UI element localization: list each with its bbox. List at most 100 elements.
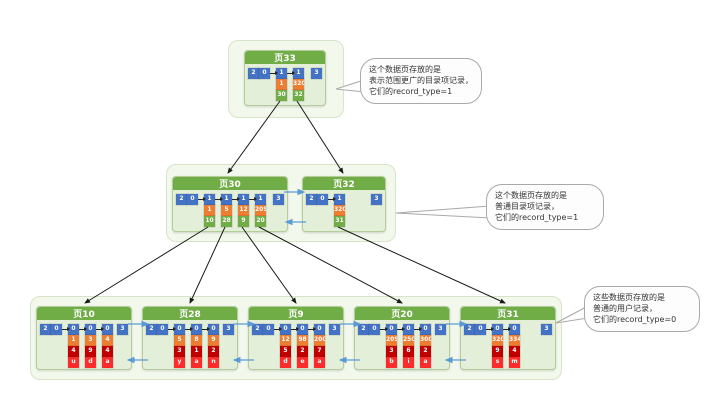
page-32-records: 2 0 1 320 31 3 xyxy=(303,190,385,227)
record-c2-cell: 2 xyxy=(420,346,431,357)
next-record-arrow xyxy=(274,327,282,331)
infimum-next-cell: 0 xyxy=(369,324,380,335)
next-record-arrow xyxy=(215,197,223,201)
record-c1-cell: 9 xyxy=(208,335,219,346)
directory-record: 1 320 32 xyxy=(293,68,304,101)
record-c1-cell: 320 xyxy=(492,335,503,346)
record-c3-cell: s xyxy=(492,357,503,368)
record-c1-cell: 4 xyxy=(102,335,113,346)
record-c1-cell: 1 xyxy=(68,335,79,346)
record-c1-cell: 250 xyxy=(403,335,414,346)
page-30-title: 页30 xyxy=(173,177,287,190)
callout-line: 它们的record_type=1 xyxy=(369,87,453,97)
infimum-record: 2 0 xyxy=(176,194,198,205)
record-c1-cell: 300 xyxy=(420,335,431,346)
record-type-cell: 1 xyxy=(204,194,215,205)
next-record-arrow xyxy=(328,197,336,201)
record-page-cell: 31 xyxy=(334,216,345,227)
record-key-cell: 209 xyxy=(255,205,266,216)
user-record: 0 4 4 a xyxy=(102,324,113,368)
record-c2-cell: 7 xyxy=(314,346,325,357)
record-type-cell: 0 xyxy=(208,324,219,335)
page-31-records: 2 0 0 320 9 s 0 334 4 m 3 xyxy=(461,320,555,368)
page-10-title: 页10 xyxy=(37,307,131,320)
next-record-arrow xyxy=(198,197,206,201)
next-record-arrow xyxy=(249,197,257,201)
next-record-arrow xyxy=(62,327,70,331)
record-type-cell: 0 xyxy=(297,324,308,335)
record-c3-cell: b xyxy=(386,357,397,368)
page-20-title: 页20 xyxy=(355,307,449,320)
next-record-arrow xyxy=(380,327,388,331)
page-9-records: 2 0 0 12 5 d 0 98 2 e 0 200 7 a xyxy=(249,320,343,368)
infimum-type-cell: 2 xyxy=(146,324,157,335)
record-key-cell: 1 xyxy=(204,205,215,216)
user-record: 0 209 3 b xyxy=(386,324,397,368)
infimum-record: 2 0 xyxy=(358,324,380,335)
record-key-cell: 12 xyxy=(238,205,249,216)
record-c1-cell: 5 xyxy=(174,335,185,346)
callout-root-note: 这个数据页存放的是 表示范围更广的目录项记录， 它们的record_type=1 xyxy=(360,58,482,104)
next-record-arrow xyxy=(503,327,511,331)
record-c3-cell: u xyxy=(68,357,79,368)
supremum-cell: 3 xyxy=(311,68,322,79)
infimum-type-cell: 2 xyxy=(464,324,475,335)
record-c2-cell: 9 xyxy=(492,346,503,357)
supremum-cell: 3 xyxy=(329,324,340,335)
infimum-type-cell: 2 xyxy=(306,194,317,205)
callout-leaf-note: 这些数据页存放的是 普通的用户记录， 它们的record_type=0 xyxy=(584,286,700,332)
next-record-arrow xyxy=(291,327,299,331)
infimum-next-cell: 0 xyxy=(187,194,198,205)
record-c2-cell: 2 xyxy=(208,346,219,357)
record-c1-cell: 3 xyxy=(85,335,96,346)
user-record: 0 200 7 a xyxy=(314,324,325,368)
page-30: 页30 2 0 1 1 10 1 5 28 1 12 9 xyxy=(172,176,288,232)
record-type-cell: 1 xyxy=(221,194,232,205)
page-28-title: 页28 xyxy=(143,307,237,320)
infimum-type-cell: 2 xyxy=(248,68,259,79)
user-record: 0 300 2 a xyxy=(420,324,431,368)
infimum-record: 2 0 xyxy=(146,324,168,335)
infimum-next-cell: 0 xyxy=(263,324,274,335)
infimum-next-cell: 0 xyxy=(157,324,168,335)
supremum-cell: 3 xyxy=(273,194,284,205)
callout-line: 普通的用户记录， xyxy=(593,304,657,314)
supremum-cell: 3 xyxy=(117,324,128,335)
record-c3-cell: e xyxy=(297,357,308,368)
record-page-cell: 28 xyxy=(221,216,232,227)
next-record-arrow xyxy=(232,197,240,201)
user-record: 0 12 5 d xyxy=(280,324,291,368)
record-c2-cell: 4 xyxy=(68,346,79,357)
record-c1-cell: 8 xyxy=(191,335,202,346)
record-c3-cell: a xyxy=(420,357,431,368)
infimum-next-cell: 0 xyxy=(475,324,486,335)
next-record-arrow xyxy=(79,327,87,331)
record-type-cell: 1 xyxy=(334,194,345,205)
record-c3-cell: d xyxy=(280,357,291,368)
record-type-cell: 0 xyxy=(191,324,202,335)
record-c2-cell: 2 xyxy=(297,346,308,357)
page-31-title: 页31 xyxy=(461,307,555,320)
record-c3-cell: m xyxy=(509,357,520,368)
directory-record: 1 1 30 xyxy=(276,68,287,101)
page-33: 页33 2 0 1 1 30 1 320 32 3 xyxy=(244,50,326,106)
page-9: 页9 2 0 0 12 5 d 0 98 2 e 0 20 xyxy=(248,306,344,370)
record-type-cell: 0 xyxy=(85,324,96,335)
page-32-title: 页32 xyxy=(303,177,385,190)
infimum-type-cell: 2 xyxy=(358,324,369,335)
callout-line: 它们的record_type=1 xyxy=(495,213,579,223)
user-record: 0 250 6 i xyxy=(403,324,414,368)
user-record: 0 9 2 n xyxy=(208,324,219,368)
page-30-records: 2 0 1 1 10 1 5 28 1 12 9 1 xyxy=(173,190,287,227)
infimum-next-cell: 0 xyxy=(51,324,62,335)
record-type-cell: 0 xyxy=(386,324,397,335)
record-type-cell: 1 xyxy=(276,68,287,79)
page-33-title: 页33 xyxy=(245,51,325,64)
record-c3-cell: d xyxy=(85,357,96,368)
record-c3-cell: y xyxy=(174,357,185,368)
callout-line: 这个数据页存放的是 xyxy=(495,191,567,200)
user-record: 0 320 9 s xyxy=(492,324,503,368)
user-record: 0 98 2 e xyxy=(297,324,308,368)
supremum-cell: 3 xyxy=(541,324,552,335)
